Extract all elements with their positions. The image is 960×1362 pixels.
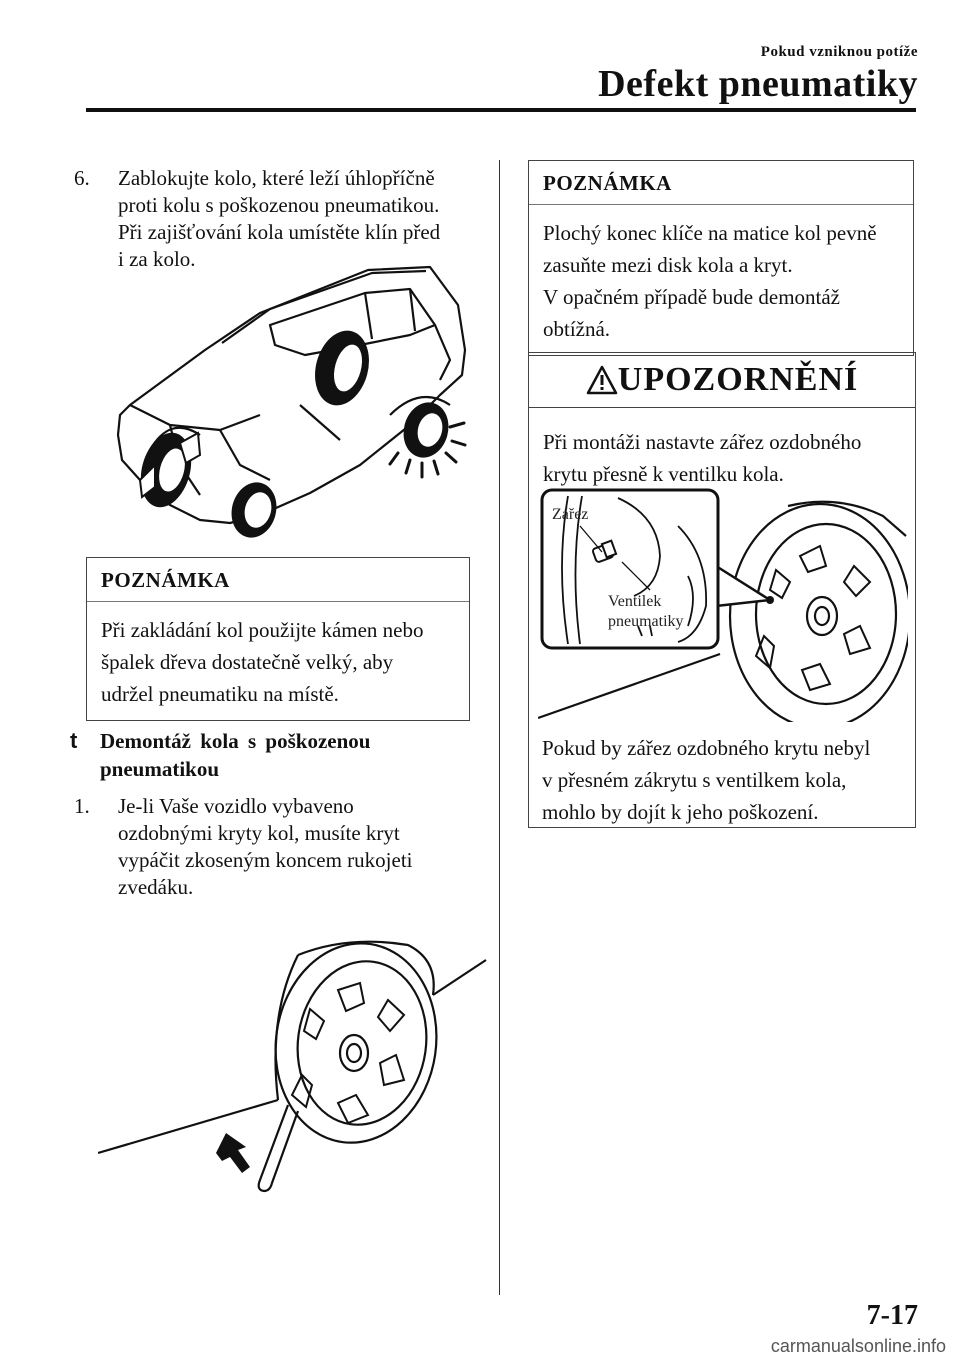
page-number: 7-17 [866,1300,918,1331]
caution-line: krytu přesně k ventilku kola. [543,462,784,486]
note-line: zasuňte mezi disk kola a kryt. [543,253,793,277]
step-line: i za kolo. [118,247,196,271]
column-divider [499,160,500,1295]
watermark: carmanualsonline.info [770,1336,946,1356]
note-line: špalek dřeva dostatečně velký, aby [101,650,394,674]
section-heading: t Demontáž kola s poškozenou pneumatikou [70,727,470,783]
caution-bottom-text: Pokud by zářez ozdobného krytu nebyl v p… [528,732,940,838]
warning-triangle-icon [586,365,618,395]
caution-header: UPOZORNĚNÍ [529,355,915,405]
section-line: Demontáž kola s poškozenou [100,729,371,753]
step-line: proti kolu s poškozenou pneumatikou. [118,193,440,217]
step-line: Při zajišťování kola umístěte klín před [118,220,441,244]
note-line: obtížná. [543,317,611,341]
step-6: 6. Zablokujte kolo, které leží úhlopříčn… [74,165,474,273]
note-line: Plochý konec klíče na matice kol pevně [543,221,877,245]
note-box: POZNÁMKA Při zakládání kol použijte káme… [86,557,470,721]
caution-line: v přesném zákrytu s ventilkem kola, [542,768,847,792]
wheel-cover-removal-illustration [98,940,487,1193]
valve-alignment-illustration: Zářez Ventilek pneumatiky [538,488,908,722]
step-line: ozdobnými kryty kol, musíte kryt [118,821,400,845]
notch-label: Zářez [552,506,588,523]
caution-rule [529,407,915,408]
car-chock-illustration [116,265,467,538]
note-heading: POZNÁMKA [87,558,469,602]
caution-box: UPOZORNĚNÍ Při montáži nastavte zářez oz… [528,352,916,828]
chapter-title: Pokud vzniknou potíže [760,44,918,60]
caution-line: Pokud by zářez ozdobného krytu nebyl [542,736,871,760]
step-line: Zablokujte kolo, které leží úhlopříčně [118,166,435,190]
step-line: zvedáku. [118,875,194,899]
caution-title: UPOZORNĚNÍ [617,361,859,398]
step-1: 1. Je-li Vaše vozidlo vybaveno ozdobnými… [74,793,474,901]
note-heading: POZNÁMKA [529,161,913,205]
section-line: pneumatikou [100,757,220,781]
note-line: V opačném případě bude demontáž [543,285,841,309]
step-line: vypáčit zkoseným koncem rukojeti [118,848,413,872]
note-line: Při zakládání kol použijte kámen nebo [101,618,424,642]
valve-label-line1: Ventilek [608,593,661,610]
section-bullet-icon: t [70,728,78,753]
header-rule [86,108,916,112]
page-title: Defekt pneumatiky [598,63,918,105]
note-line: udržel pneumatiku na místě. [101,682,339,706]
caution-line: Při montáži nastavte zářez ozdobného [543,430,862,454]
note-box: POZNÁMKA Plochý konec klíče na matice ko… [528,160,914,356]
step-number: 1. [74,794,90,818]
step-line: Je-li Vaše vozidlo vybaveno [118,794,354,818]
valve-label-line2: pneumatiky [608,613,684,630]
caution-line: mohlo by dojít k jeho poškození. [542,800,819,824]
step-number: 6. [74,166,90,190]
